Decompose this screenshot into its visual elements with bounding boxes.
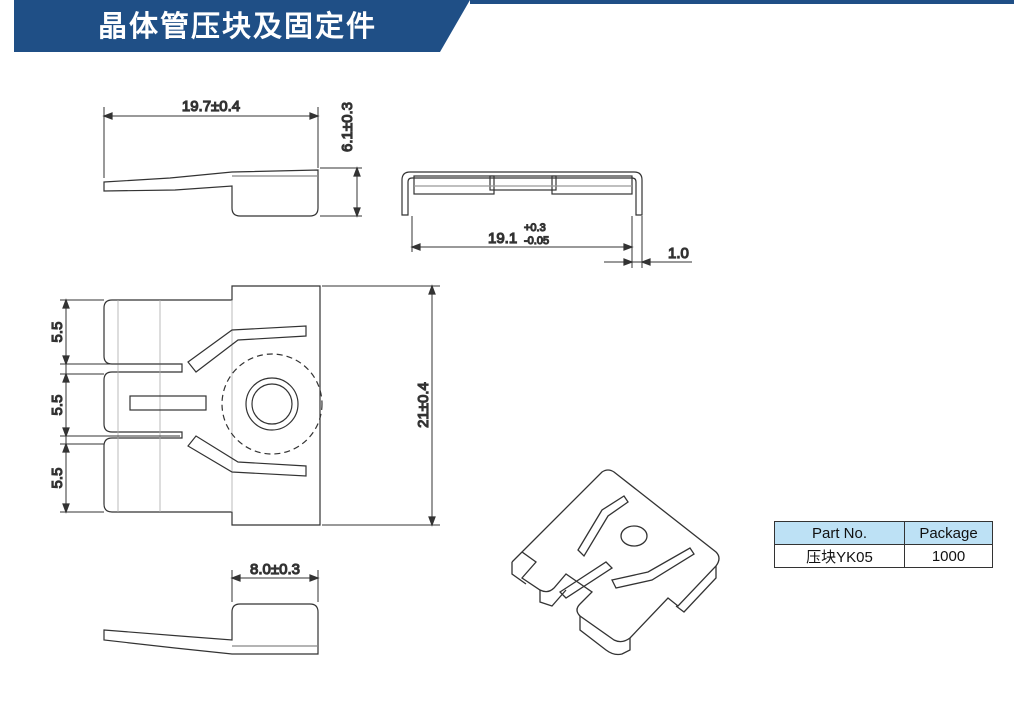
dim-top-length: 19.7±0.4: [182, 98, 240, 115]
dim-thickness: 1.0: [668, 245, 689, 262]
dim-side-width-tol-plus: +0.3: [524, 222, 546, 234]
table-row: 压块YK05 1000: [774, 544, 993, 568]
plan-view: [60, 284, 440, 527]
cell-package: 1000: [904, 544, 993, 568]
header-package: Package: [904, 521, 993, 545]
dim-side-width-tol-minus: -0.05: [524, 235, 549, 247]
spec-table: Part No. Package 压块YK05 1000: [774, 521, 993, 568]
dim-side-width: 19.1: [488, 230, 517, 247]
side-view-bottom: [103, 570, 320, 655]
dim-slot-1: 5.5: [49, 322, 66, 343]
dim-slot-2: 5.5: [49, 395, 66, 416]
dim-slot-3: 5.5: [49, 468, 66, 489]
page-title: 晶体管压块及固定件: [98, 9, 378, 43]
front-view: [401, 171, 692, 268]
header-banner: [14, 0, 1014, 52]
dim-plan-height: 21±0.4: [415, 382, 432, 428]
dim-bottom-length: 8.0±0.3: [250, 561, 300, 578]
header-part-no: Part No.: [774, 521, 905, 545]
cell-part-no: 压块YK05: [774, 544, 905, 568]
side-view-top: [102, 107, 362, 218]
spec-table-header: Part No. Package: [774, 521, 993, 545]
dim-top-height: 6.1±0.3: [339, 102, 356, 152]
isometric-view: [511, 469, 720, 656]
